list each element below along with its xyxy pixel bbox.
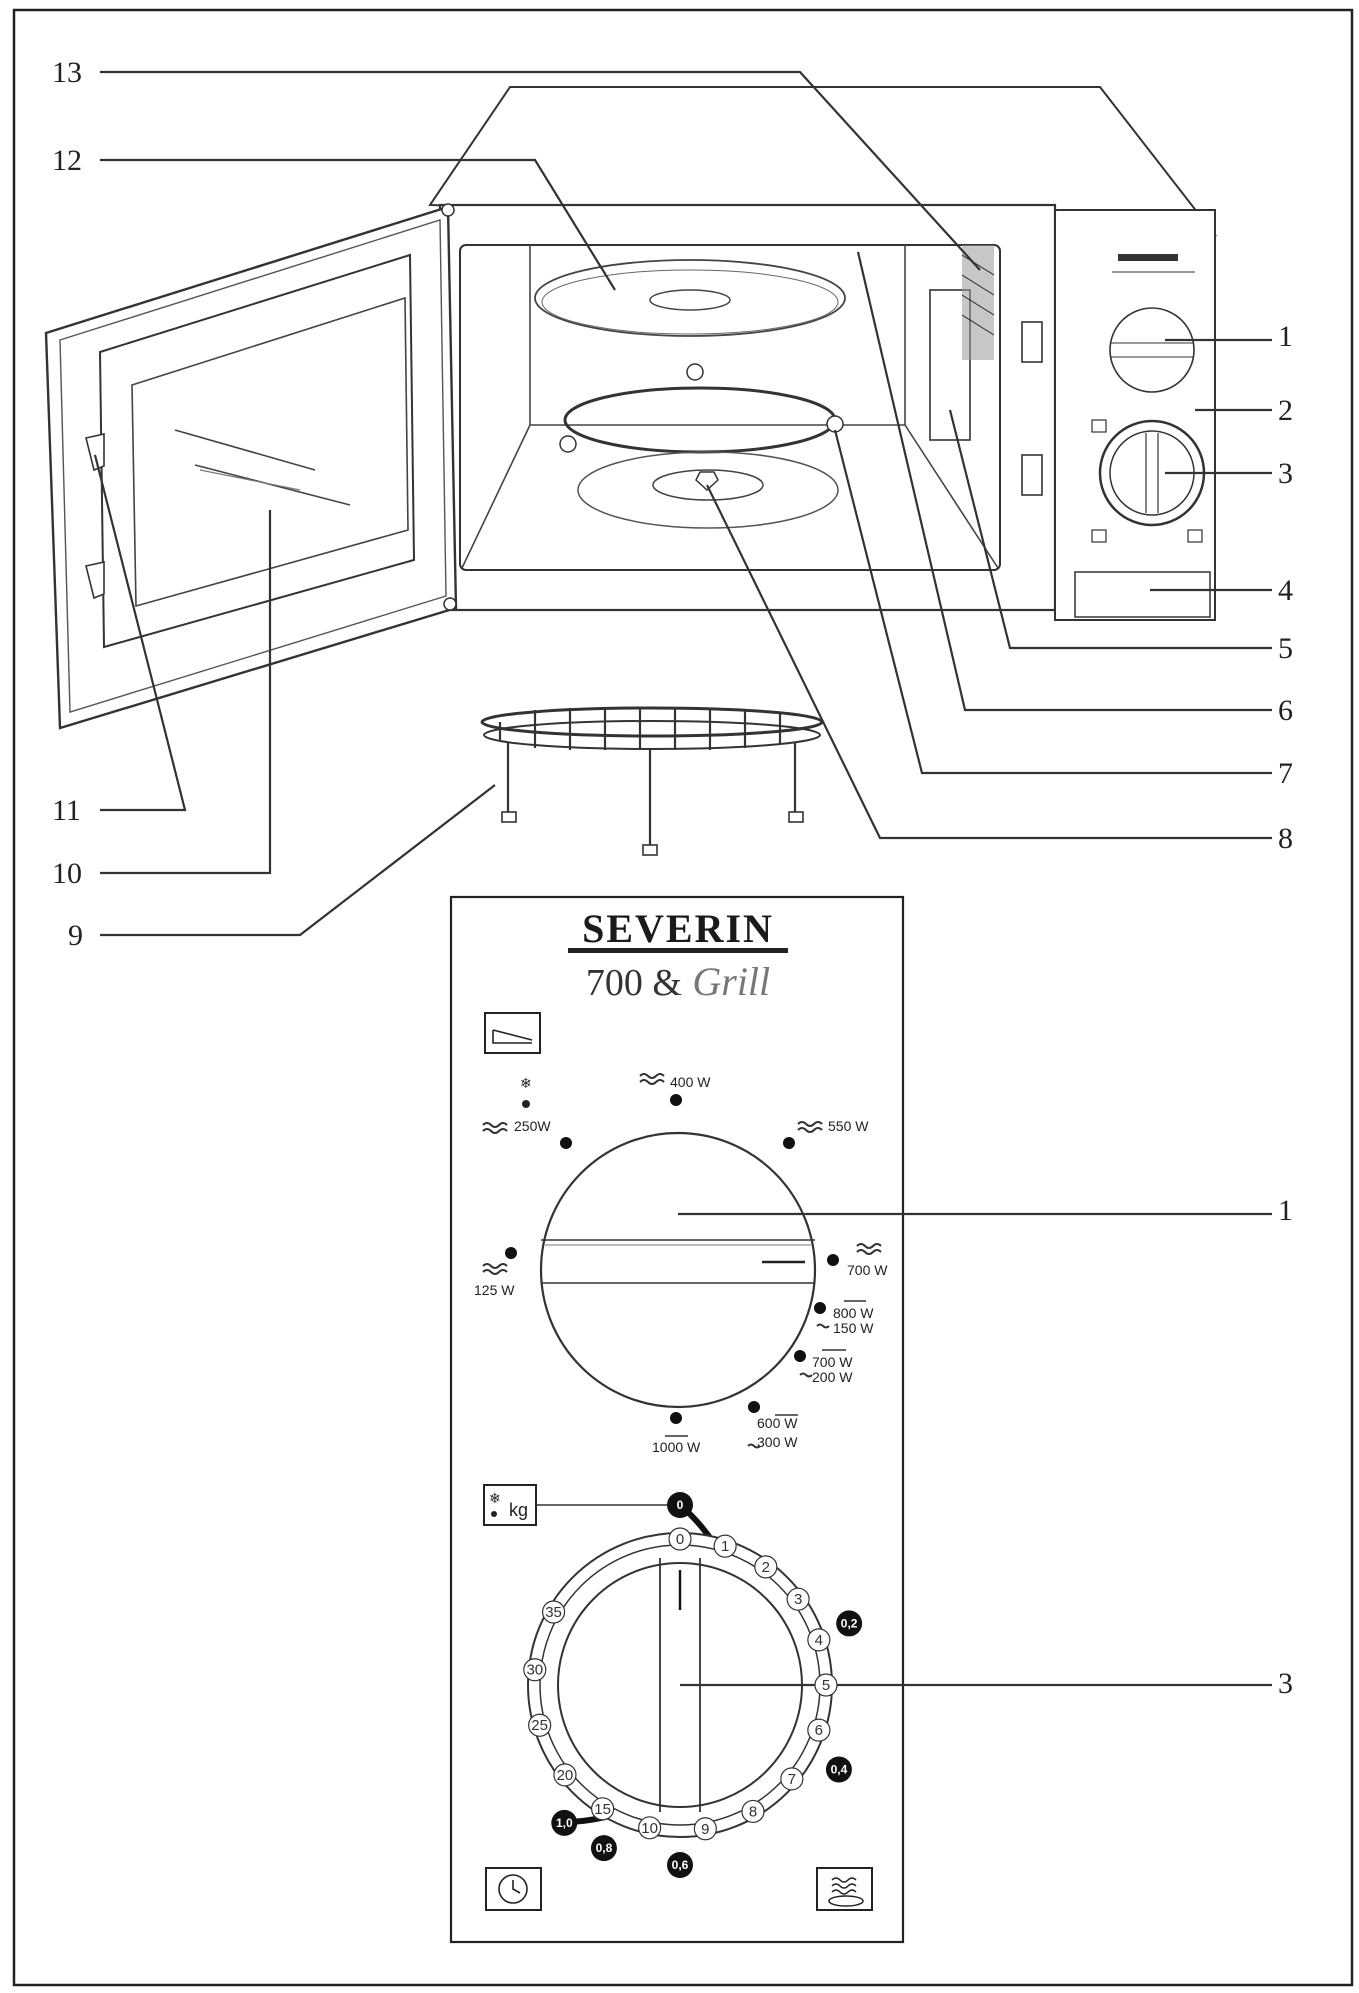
timer-dial [527,1502,1272,1838]
callout-numbers: 13 12 1 2 3 4 5 6 7 8 11 10 9 1 3 [52,56,1293,1700]
weight-mark [667,1492,693,1518]
timer-mark [553,1763,577,1787]
timer-mark [713,1534,737,1558]
grill-element-icon [665,1300,866,1437]
vent-grille [961,245,995,360]
label-400w: 400 W [670,1074,711,1090]
label-250w: 250W [514,1118,551,1134]
timer-mark [780,1767,804,1791]
leader-lines [93,70,1272,937]
timer-label: 6 [815,1722,823,1739]
page-frame [12,8,1354,1987]
weight-label: 0,4 [831,1763,848,1777]
timer-label: 1 [721,1538,729,1555]
weight-mark [825,1756,852,1783]
callout-13: 13 [52,56,82,89]
callout-4: 4 [1278,574,1293,607]
kg-label: kg [509,1500,528,1520]
weight-label: 1,0 [556,1816,573,1830]
label-grill-1000w: 1000 W [652,1439,701,1455]
weight-mark [836,1610,863,1637]
timer-label: 5 [822,1677,830,1694]
cooking-waves-icon [816,1867,873,1911]
callout-12: 12 [52,144,82,177]
timer-mark [668,1527,692,1551]
timer-mark [754,1555,778,1579]
timer-mark [741,1799,765,1824]
grill-ramp-icon [484,1012,541,1054]
label-550w: 550 W [828,1118,869,1134]
model-grill: Grill [692,959,770,1004]
label-700w: 700 W [847,1262,888,1278]
timer-label: 3 [794,1591,802,1608]
weight-mark [590,1835,617,1862]
defrost-snowflake-icon: ❄ [520,1075,532,1108]
power-dots [505,1094,839,1424]
label-125w: 125 W [474,1282,515,1298]
control-panel-detail: SEVERIN 700 & Grill [449,895,1272,1944]
label-micro-150w: 150 W [833,1320,874,1336]
callout-10: 10 [52,857,82,890]
svg-text:❄: ❄ [489,1490,501,1506]
timer-label: 10 [641,1820,658,1837]
weight-label: 0,2 [841,1616,858,1630]
weight-mark [667,1852,693,1878]
timer-mark [786,1587,810,1611]
callout-7: 7 [1278,757,1293,790]
weight-label: 0 [677,1498,684,1512]
callout-9: 9 [68,919,83,952]
timer-mark [528,1713,552,1737]
label-grill-700w: 700 W [812,1354,853,1370]
brand-logo: SEVERIN [582,906,774,951]
callout-1: 1 [1278,320,1293,353]
callout-3: 3 [1278,457,1293,490]
model-number: 700 & [586,962,682,1004]
timer-label: 2 [762,1559,770,1576]
callout-2: 2 [1278,394,1293,427]
label-grill-800w: 800 W [833,1305,874,1321]
callout-1-detail: 1 [1278,1194,1293,1227]
timer-label: 20 [557,1767,574,1784]
timer-label: 30 [526,1662,543,1679]
timer-mark [693,1817,717,1841]
callout-3-detail: 3 [1278,1667,1293,1700]
timer-scale: 0 1 2 3 4 5 6 7 8 9 10 15 20 25 30 35 [523,1527,838,1841]
timer-mark [638,1816,662,1840]
label-grill-600w: 600 W [757,1415,798,1431]
grill-rack [480,706,824,856]
timer-label: 0 [676,1531,684,1548]
microwave-wave-icon [482,1073,882,1449]
timer-label: 7 [788,1771,796,1788]
svg-text:700 & Grill: 700 & Grill [586,959,770,1004]
timer-mark [541,1600,566,1624]
timer-label: 9 [701,1821,709,1838]
weight-scale: 0 0,2 0,4 0,6 0,8 1,0 [551,1492,863,1878]
weight-label: 0,6 [672,1858,689,1872]
timer-label: 15 [594,1801,611,1818]
weight-mark [551,1809,578,1836]
timer-mark [523,1658,547,1682]
timer-mark [807,1628,831,1652]
timer-mark [591,1797,615,1821]
label-micro-300w: 300 W [757,1434,798,1450]
defrost-kg-icon: ❄ kg [483,1484,537,1526]
clock-icon [485,1867,542,1911]
svg-text:❄: ❄ [520,1075,532,1091]
timer-mark [814,1673,838,1697]
callout-5: 5 [1278,632,1293,665]
weight-label: 0,8 [596,1841,613,1855]
timer-label: 35 [545,1604,562,1621]
timer-mark [807,1718,831,1742]
timer-label: 4 [815,1632,823,1649]
timer-label: 8 [749,1803,757,1820]
label-micro-200w: 200 W [812,1369,853,1385]
callout-8: 8 [1278,822,1293,855]
power-selector-dial [539,1131,1272,1409]
callout-6: 6 [1278,694,1293,727]
microwave-illustration [44,86,1218,730]
callout-11: 11 [52,794,81,827]
timer-label: 25 [531,1717,548,1734]
